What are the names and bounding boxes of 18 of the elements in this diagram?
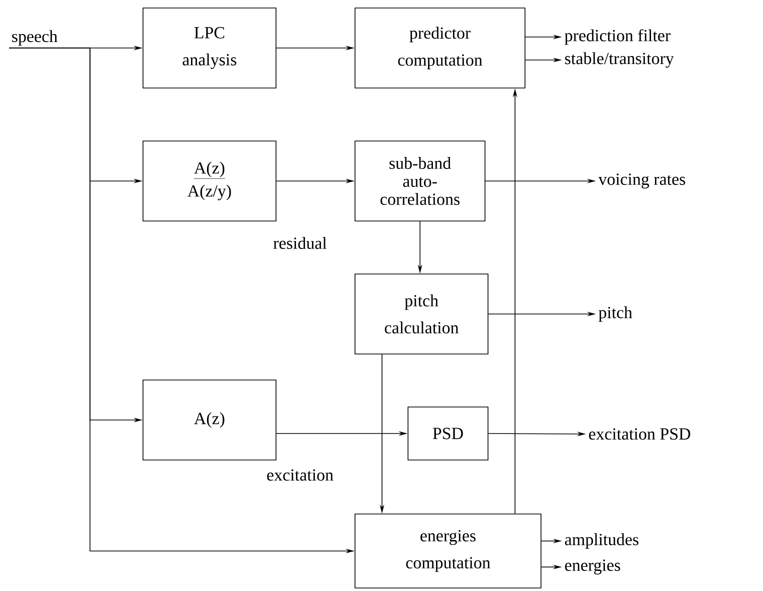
process-box: energies computation [354,514,542,588]
process-box: A(z) [142,380,276,460]
process-box: PSD [408,406,488,460]
output-label: stable/transitory [565,52,674,68]
process-box: sub-band auto- correlations [354,140,486,222]
output-label: amplitudes [565,533,638,549]
process-box: A(z) A(z/y) [142,140,276,222]
process-box: predictor computation [354,8,526,88]
output-label: energies [565,560,620,574]
edge-label: residual [272,236,328,250]
input-label: speech [12,30,58,46]
edge-label: excitation [266,468,335,482]
output-label: excitation PSD [589,428,690,440]
process-box: pitch calculation [354,274,488,354]
process-box: LPC analysis [142,8,276,88]
output-label: voicing rates [598,174,686,188]
output-label: pitch [598,306,632,322]
output-label: prediction filter [564,29,670,45]
